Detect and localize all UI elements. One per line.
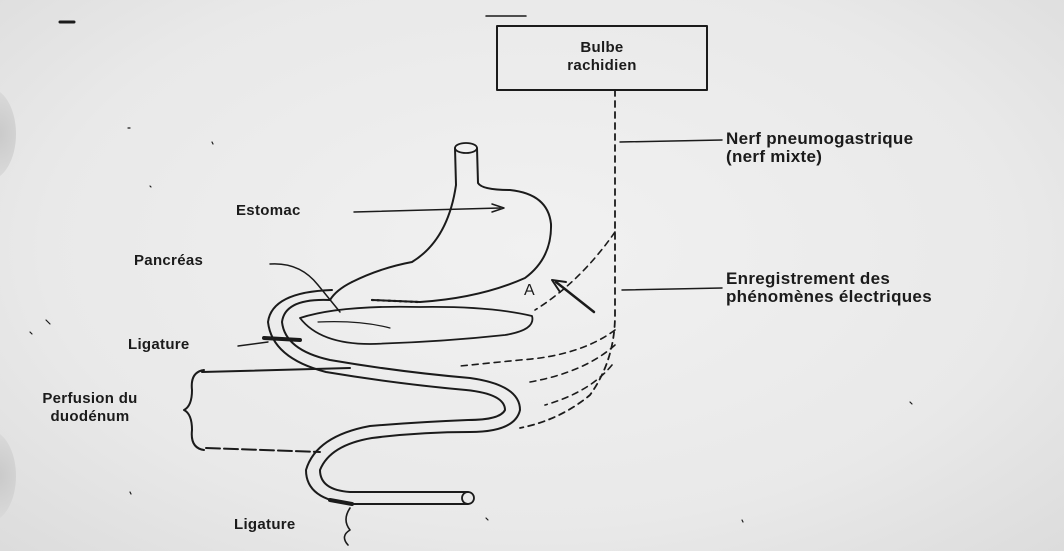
esophagus-opening: [455, 143, 477, 153]
ligature-bottom-brace: [344, 508, 350, 545]
label-enregistrement: Enregistrement des phénomènes électrique…: [726, 270, 932, 306]
label-nerf: Nerf pneumogastrique (nerf mixte): [726, 130, 913, 166]
pancreas: [300, 307, 532, 344]
leader-estomac: [354, 208, 500, 212]
electrode-arrow: [556, 282, 594, 312]
label-ligature-bottom: Ligature: [234, 516, 296, 534]
duodenum-end: [462, 492, 474, 504]
stomach-outline: [372, 148, 551, 302]
esophagus-left-wall: [352, 148, 456, 282]
label-ligature-top: Ligature: [128, 336, 190, 354]
pancreas-detail: [318, 322, 390, 328]
label-estomac: Estomac: [236, 202, 301, 220]
duodenum-outer: [282, 300, 520, 492]
ligature-top-mark: [264, 338, 300, 340]
perfusion-brace: [184, 370, 204, 450]
leader-enregistrement: [622, 288, 722, 290]
label-marker-a: A: [524, 282, 535, 300]
ligature-bottom-mark: [330, 500, 352, 504]
nerve-branch-3: [545, 365, 612, 405]
leader-nerf: [620, 140, 722, 142]
pylorus-dotted: [372, 300, 418, 302]
leader-pancreas: [270, 264, 340, 312]
stomach-lesser-curve: [330, 282, 352, 300]
perfusion-tube-out: [206, 448, 320, 452]
leader-ligature-top: [238, 342, 268, 346]
label-perfusion: Perfusion du duodénum: [8, 390, 172, 426]
paper-speckles: [30, 128, 912, 522]
label-bulbe: Bulbe rachidien: [497, 39, 707, 75]
label-pancreas: Pancréas: [134, 252, 203, 270]
electrode-arrowhead: [552, 280, 566, 292]
